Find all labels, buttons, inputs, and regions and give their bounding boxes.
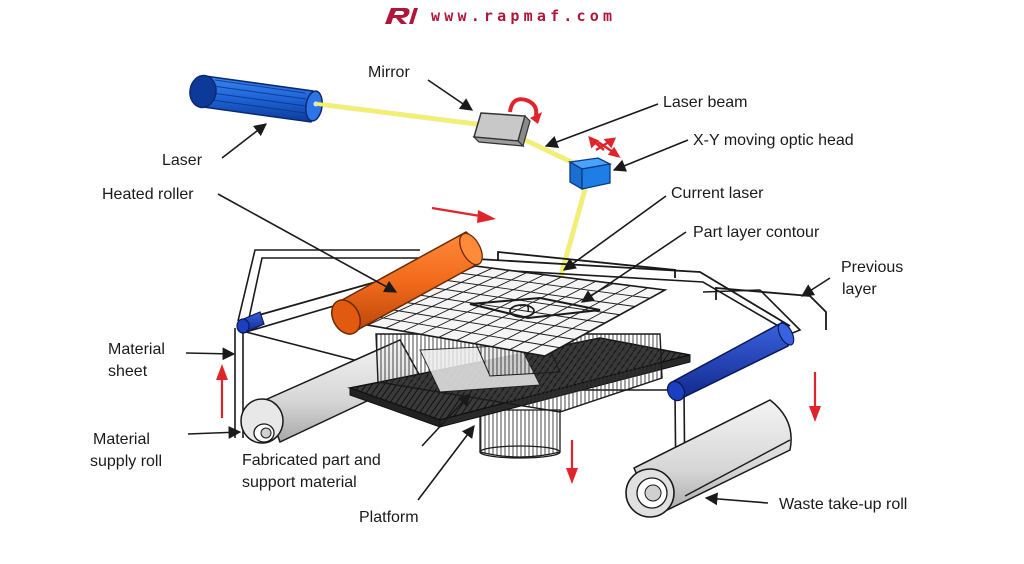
- label-laser-beam: Laser beam: [663, 94, 748, 111]
- waste-down-arrow-icon: [809, 372, 821, 422]
- mirror: [472, 112, 531, 148]
- heated-roller: [330, 231, 483, 336]
- right-blue-roller: [666, 321, 795, 402]
- label-supply-roll-2: supply roll: [90, 453, 163, 470]
- label-material-sheet-2: sheet: [108, 363, 148, 380]
- label-previous-layer-1: Previous: [841, 259, 904, 276]
- red-motion-arrows: [216, 206, 821, 484]
- label-mirror: Mirror: [368, 64, 410, 81]
- roller-direction-arrow-icon: [431, 206, 496, 223]
- waste-takeup-roll: [625, 399, 792, 518]
- label-previous-layer-2: layer: [842, 281, 877, 298]
- brand-header: www.rapmaf.com: [383, 5, 616, 27]
- brand-url[interactable]: www.rapmaf.com: [431, 7, 617, 25]
- rapmaf-logo-icon: [385, 8, 418, 24]
- label-supply-roll-1: Material: [93, 431, 150, 448]
- left-guide-roller: [236, 311, 265, 334]
- label-current-laser: Current laser: [671, 185, 764, 202]
- label-heated-roller: Heated roller: [102, 186, 194, 203]
- label-optic-head: X-Y moving optic head: [693, 132, 854, 149]
- label-platform: Platform: [359, 509, 419, 526]
- platform-down-arrow-icon: [566, 440, 578, 484]
- label-fabricated-part-1: Fabricated part and: [242, 452, 381, 469]
- optic-head: [568, 157, 613, 191]
- label-material-sheet-1: Material: [108, 341, 165, 358]
- rotation-arrow-icon: [508, 97, 542, 124]
- label-laser: Laser: [162, 152, 203, 169]
- xy-motion-arrows-icon: [588, 135, 621, 158]
- laser-unit: [189, 74, 323, 123]
- leader-lines: [185, 79, 831, 506]
- supply-up-arrow-icon: [216, 364, 228, 418]
- label-part-layer-contour: Part layer contour: [693, 224, 820, 241]
- label-waste-roll: Waste take-up roll: [779, 496, 908, 513]
- label-fabricated-part-2: support material: [242, 474, 357, 491]
